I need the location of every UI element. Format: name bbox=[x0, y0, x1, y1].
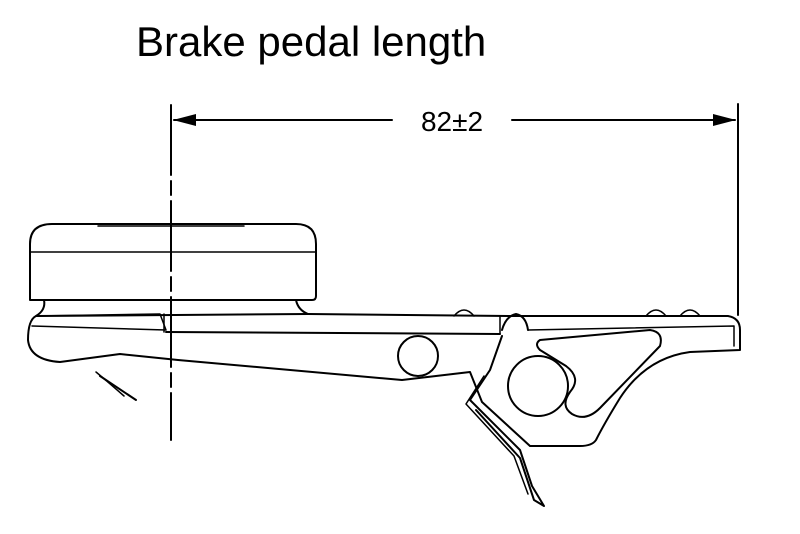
lever-lower-edge bbox=[165, 331, 501, 335]
lever-blade bbox=[469, 335, 545, 507]
reservoir-neck-right bbox=[295, 299, 309, 315]
clamp-line-inner bbox=[95, 371, 125, 397]
lever-body bbox=[27, 313, 741, 447]
main-pivot bbox=[507, 355, 569, 417]
pivot-knob bbox=[501, 313, 529, 331]
lever-head-inner bbox=[527, 325, 735, 347]
cap-shadow bbox=[31, 313, 167, 331]
bump-2 bbox=[645, 309, 667, 317]
arrowhead-right bbox=[713, 114, 736, 126]
reservoir-neck-left bbox=[35, 299, 46, 317]
pivot-hole bbox=[397, 335, 439, 377]
diagram-title: Brake pedal length bbox=[136, 18, 486, 65]
lever-blade-inner bbox=[465, 375, 529, 495]
cam-slot bbox=[536, 329, 662, 418]
dimension-annotation: 82±2 bbox=[170, 103, 739, 441]
bump-3 bbox=[679, 309, 701, 317]
arrowhead-left bbox=[173, 114, 196, 126]
dimension-label: 82±2 bbox=[421, 106, 483, 137]
brake-lever-drawing bbox=[27, 223, 741, 507]
bump-1 bbox=[453, 309, 475, 317]
reservoir-cap bbox=[29, 223, 317, 301]
